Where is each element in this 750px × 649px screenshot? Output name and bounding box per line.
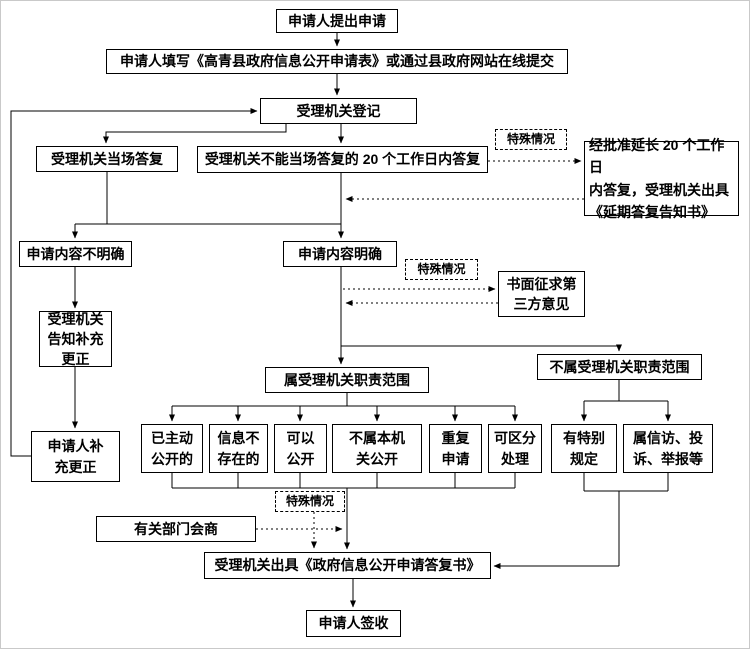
solid-connectors xyxy=(10,33,671,608)
node-content-unclear: 申请内容不明确 xyxy=(19,241,132,267)
node-reply-within-20-days: 受理机关不能当场答复的 20 个工作日内答复 xyxy=(197,146,488,173)
special-case-label-bottom: 特殊情况 xyxy=(275,491,345,512)
node-solicit-third-party-opinion: 书面征求第 三方意见 xyxy=(498,271,585,317)
special-case-label-top: 特殊情况 xyxy=(495,129,567,150)
node-already-disclosed: 已主动 公开的 xyxy=(141,424,203,473)
node-notify-supplement-correction: 受理机关 告知补充 更正 xyxy=(39,311,112,367)
node-special-provisions: 有特别 规定 xyxy=(551,424,617,473)
node-information-not-exist: 信息不 存在的 xyxy=(209,424,268,473)
node-extension-notice: 经批准延长 20 个工作日 内答复，受理机关出具 《延期答复告知书》 xyxy=(584,137,739,220)
node-other-agency-disclosure: 不属本机 关公开 xyxy=(332,424,422,473)
node-fill-application-form: 申请人填写《高青县政府信息公开申请表》或通过县政府网站在线提交 xyxy=(106,49,568,74)
node-outside-authority-scope: 不属受理机关职责范围 xyxy=(537,354,702,380)
node-onsite-reply: 受理机关当场答复 xyxy=(36,146,178,172)
node-department-consultation: 有关部门会商 xyxy=(96,516,256,542)
node-applicant-submit-application: 申请人提出申请 xyxy=(276,9,398,33)
node-within-authority-scope: 属受理机关职责范围 xyxy=(265,367,429,393)
node-can-disclose: 可以 公开 xyxy=(274,424,327,473)
dotted-connectors xyxy=(256,158,584,549)
node-duplicate-application: 重复 申请 xyxy=(429,424,482,473)
node-issue-reply-document: 受理机关出具《政府信息公开申请答复书》 xyxy=(204,552,491,579)
node-accepting-authority-register: 受理机关登记 xyxy=(260,98,417,124)
node-applicant-supplement-correction: 申请人补 充更正 xyxy=(31,431,120,482)
node-applicant-sign-receipt: 申请人签收 xyxy=(306,610,401,637)
node-separable-handling: 可区分 处理 xyxy=(488,424,542,473)
special-case-label-middle: 特殊情况 xyxy=(405,259,478,280)
node-content-clear: 申请内容明确 xyxy=(283,241,397,267)
node-petition-complaint-report: 属信访、投 诉、举报等 xyxy=(623,424,713,473)
